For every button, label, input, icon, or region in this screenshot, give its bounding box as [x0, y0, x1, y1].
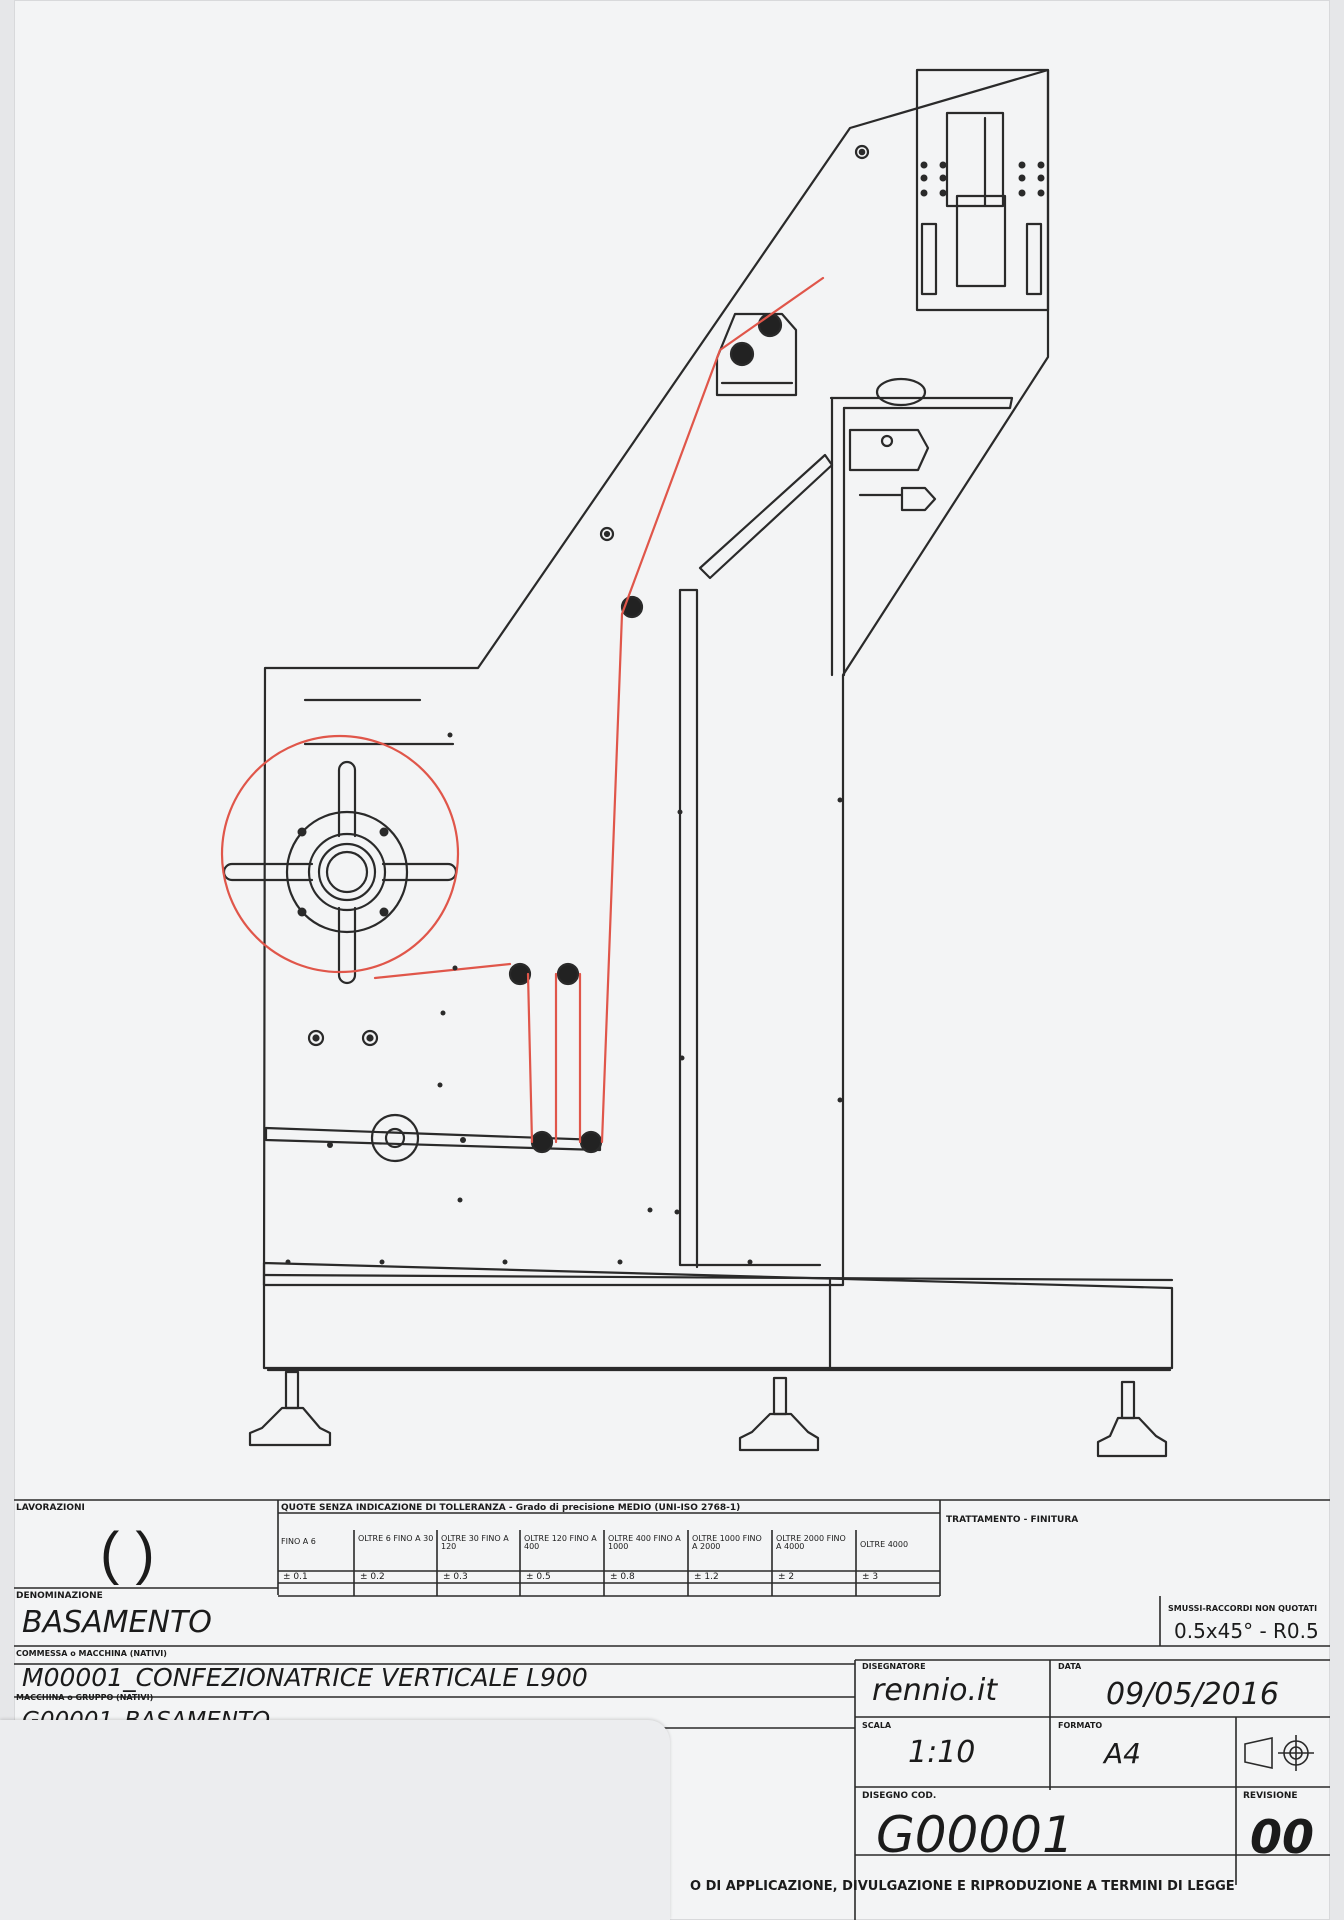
leveling-feet	[248, 1370, 1168, 1458]
scala-label: SCALA	[862, 1721, 892, 1730]
denominazione-value: BASAMENTO	[22, 1605, 212, 1640]
drawing-sheet	[14, 0, 1330, 1920]
commessa-label: COMMESSA o MACCHINA (NATIVI)	[16, 1649, 167, 1658]
formato-label: FORMATO	[1058, 1721, 1103, 1730]
lavorazioni-brackets: ( )	[100, 1521, 155, 1586]
revisione-label: REVISIONE	[1243, 1791, 1298, 1801]
frame-outline	[262, 68, 1050, 1287]
tolerance-value: ± 3	[862, 1572, 879, 1582]
data-label: DATA	[1058, 1662, 1082, 1671]
disegno-label: DISEGNO COD.	[862, 1791, 937, 1801]
scala-value: 1:10	[908, 1735, 976, 1770]
tolerance-range: OLTRE 4000	[860, 1540, 909, 1549]
tolerance-value: ± 2	[778, 1572, 795, 1582]
tolerance-range: OLTRE 1000 FINO A 2000	[692, 1534, 762, 1552]
tolerance-value: ± 0.2	[360, 1572, 385, 1582]
macchina-label: MACCHINA o GRUPPO (NATIVI)	[16, 1693, 154, 1702]
lavorazioni-label: LAVORAZIONI	[16, 1503, 85, 1513]
tolerance-range: OLTRE 2000 FINO A 4000	[776, 1534, 846, 1552]
film-path	[220, 276, 825, 1144]
footer-notice: O DI APPLICAZIONE, DIVULGAZIONE E RIPROD…	[690, 1879, 1235, 1894]
tolerance-title: QUOTE SENZA INDICAZIONE DI TOLLERANZA - …	[281, 1503, 741, 1513]
tolerance-range: OLTRE 120 FINO A 400	[524, 1534, 597, 1552]
revisione-value: 00	[1250, 1810, 1315, 1864]
trattamento-label: TRATTAMENTO - FINITURA	[946, 1515, 1079, 1525]
tolerance-range: FINO A 6	[281, 1537, 316, 1546]
tolerance-value: ± 0.8	[610, 1572, 635, 1582]
disegno-value: G00001	[876, 1806, 1074, 1864]
tolerance-value: ± 0.5	[526, 1572, 551, 1582]
tolerance-value: ± 0.3	[443, 1572, 468, 1582]
data-value: 09/05/2016	[1106, 1677, 1279, 1712]
commessa-value: M00001_CONFEZIONATRICE VERTICALE L900	[22, 1663, 588, 1692]
tolerance-range: OLTRE 400 FINO A 1000	[608, 1534, 681, 1552]
tolerance-range: OLTRE 6 FINO A 30	[358, 1534, 434, 1543]
formato-value: A4	[1104, 1737, 1141, 1770]
reel-hub	[222, 760, 458, 985]
tolerance-value: ± 0.1	[283, 1572, 308, 1582]
denominazione-label: DENOMINAZIONE	[16, 1591, 103, 1601]
machine-drawing	[220, 68, 1174, 1458]
lower-shaft	[264, 1029, 602, 1163]
head-box	[915, 68, 1050, 312]
disegnatore-value: rennio.it	[872, 1673, 998, 1708]
smussi-label: SMUSSI-RACCORDI NON QUOTATI	[1168, 1604, 1318, 1613]
tolerance-range: OLTRE 30 FINO A 120	[441, 1534, 509, 1552]
tolerance-value: ± 1.2	[694, 1572, 719, 1582]
paper-overlay	[0, 1720, 670, 1920]
machine-base	[262, 1261, 1174, 1370]
disegnatore-label: DISEGNATORE	[862, 1662, 926, 1671]
smussi-value: 0.5x45° - R0.5	[1174, 1619, 1319, 1643]
